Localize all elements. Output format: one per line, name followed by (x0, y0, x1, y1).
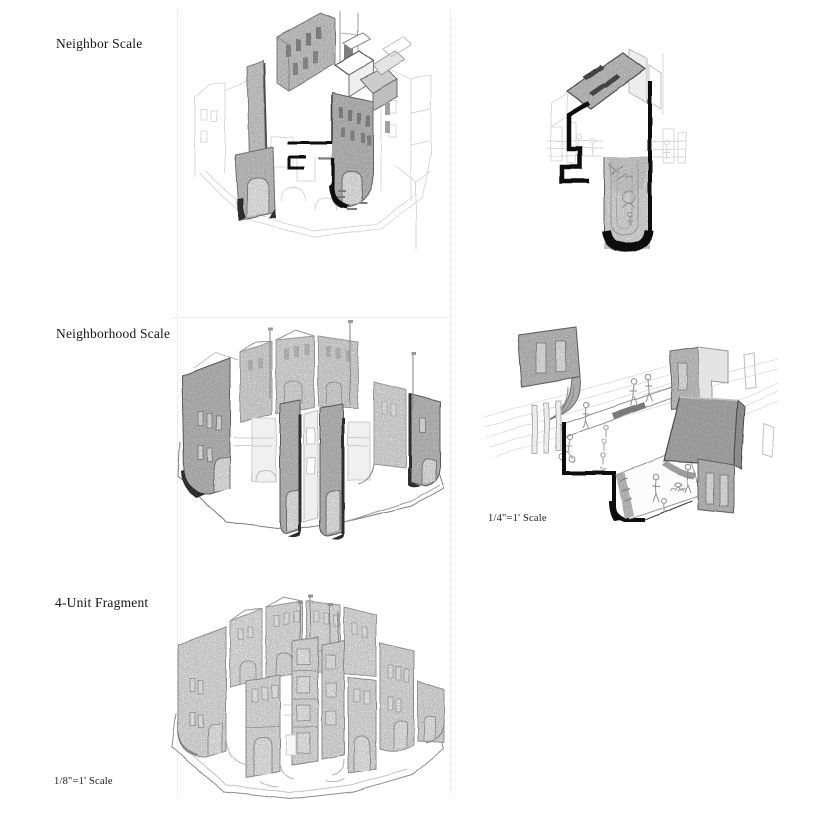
section-cut-poche (287, 95, 350, 209)
left-wall-panel (517, 326, 581, 421)
label-neighbor-scale: Neighbor Scale (56, 36, 143, 51)
stair-shaft (603, 85, 651, 253)
quarter-scale-fragment-drawing (482, 325, 780, 525)
open-box-volumes (333, 32, 398, 112)
walkway-shadow (612, 402, 646, 419)
right-roof-planes (372, 36, 412, 133)
ground-plane-outline (171, 712, 445, 800)
floating-panel-outlines (743, 352, 775, 458)
small-side-panels (531, 400, 562, 454)
note-quarter-inch-scale: 1/4"=1' Scale (488, 513, 547, 524)
four-unit-fragment-axonometric-drawing (160, 585, 455, 800)
mid-foreground-houses (245, 674, 377, 778)
center-wall-slab-1 (279, 399, 302, 538)
tilted-roof-plane (663, 396, 746, 470)
right-wall-slabs (357, 381, 441, 488)
gable-ghost-line (193, 351, 239, 369)
middle-figure-frame-line (172, 317, 448, 318)
unit-section-fragment-drawing (545, 45, 690, 265)
section-cut-poche (562, 422, 645, 522)
left-arched-fragment (234, 146, 276, 222)
label-neighborhood-scale: Neighborhood Scale (56, 326, 171, 341)
stair-figures (558, 424, 609, 471)
interior-sketch-lines (284, 704, 320, 756)
section-cut-poche (559, 81, 654, 252)
sheet-bottom-edge (644, 500, 693, 521)
courtyard-figures (669, 463, 692, 494)
middle-ghost-tower (303, 410, 319, 523)
label-four-unit-fragment: 4-Unit Fragment (55, 595, 149, 610)
lower-right-wall (697, 458, 735, 514)
left-wall-slab (181, 357, 231, 498)
tilted-roof-plane (565, 52, 647, 110)
base-sweep-arcs (225, 724, 415, 788)
roof-poles (268, 320, 416, 410)
left-column-guide-line (177, 10, 178, 796)
right-column-guide-line (450, 10, 451, 796)
ground-inner-line (181, 744, 409, 794)
back-rowhouses (239, 329, 359, 423)
ramp-figures (652, 473, 667, 514)
center-towers (291, 595, 345, 766)
neighbor-scale-axonometric-drawing (185, 5, 440, 255)
ramp-edge-band (616, 472, 634, 519)
neighborhood-scale-axonometric-drawing (168, 318, 450, 553)
interior-court-sketch (234, 417, 371, 483)
center-wall-slab-2 (319, 403, 345, 540)
upper-facade-strip (276, 12, 336, 92)
right-facade-slabs (379, 642, 445, 752)
walkway-figures (583, 373, 654, 429)
note-eighth-inch-scale: 1/8"=1' Scale (54, 776, 113, 787)
left-facade-slab (177, 626, 227, 758)
ground-plane-edge (343, 484, 441, 523)
